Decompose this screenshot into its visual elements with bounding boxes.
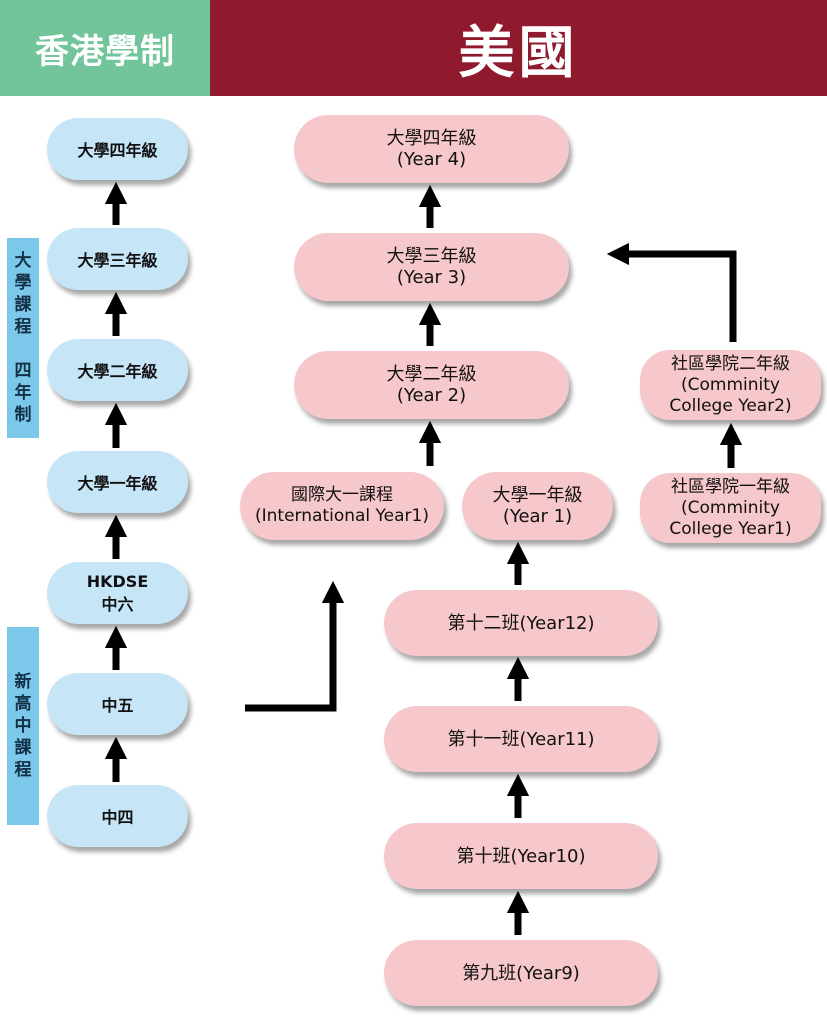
hong-kong-system-header: 香港學制	[0, 0, 210, 96]
usa-system-header: 美國	[210, 0, 827, 96]
us-university-year2-box: 大學二年級 (Year 2)	[294, 351, 569, 419]
new-senior-secondary-label: 新 高 中 課 程	[7, 627, 39, 825]
hk-s5-box: 中五	[47, 673, 188, 735]
us-grade12-box: 第十二班(Year12)	[384, 590, 658, 656]
hk-university-year2-box: 大學二年級	[47, 339, 188, 401]
hk-university-year1-box: 大學一年級	[47, 451, 188, 513]
hk-hkdse-s6-box: HKDSE 中六	[47, 562, 188, 624]
hk-s4-box: 中四	[47, 785, 188, 847]
us-international-year1-box: 國際大一課程 (International Year1)	[240, 472, 444, 540]
us-grade11-box: 第十一班(Year11)	[384, 706, 658, 772]
us-community-college-year1-box: 社區學院一年級 (Comminity College Year1)	[640, 473, 821, 543]
us-community-college-year2-box: 社區學院二年級 (Comminity College Year2)	[640, 350, 821, 420]
hk-university-year3-box: 大學三年級	[47, 228, 188, 290]
us-university-year1-box: 大學一年級 (Year 1)	[462, 472, 613, 540]
hk-university-year4-box: 大學四年級	[47, 118, 188, 180]
us-grade9-box: 第九班(Year9)	[384, 940, 658, 1006]
us-university-year3-box: 大學三年級 (Year 3)	[294, 233, 569, 301]
us-grade10-box: 第十班(Year10)	[384, 823, 658, 889]
arrow-us-cc2-to-y3	[606, 242, 737, 342]
university-four-year-label: 大 學 課 程 四 年 制	[7, 238, 39, 438]
arrow-hk-s5-to-international-year1	[245, 580, 345, 712]
us-university-year4-box: 大學四年級 (Year 4)	[294, 115, 569, 183]
hong-kong-system-title: 香港學制	[35, 31, 175, 72]
usa-system-title: 美國	[458, 20, 579, 86]
